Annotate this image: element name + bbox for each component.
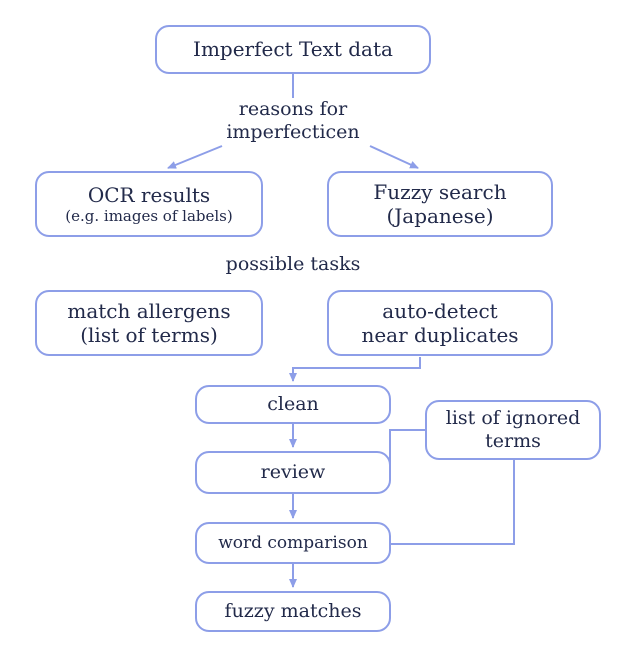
root-label: Imperfect Text data bbox=[193, 37, 393, 62]
fuzzy-search-title: Fuzzy search bbox=[373, 179, 507, 204]
ocr-results-title: OCR results bbox=[87, 182, 211, 207]
arrow-to-fuzzy-search bbox=[369, 145, 419, 169]
ignored-terms-box: list of ignored terms bbox=[425, 400, 601, 460]
ocr-results-box: OCR results (e.g. images of labels) bbox=[35, 171, 263, 237]
reasons-label: reasons for imperfecticen bbox=[206, 98, 380, 145]
connector-review-to-ignored bbox=[389, 429, 425, 466]
connector-ignored-to-word-comparison bbox=[390, 460, 515, 545]
review-label: review bbox=[260, 460, 326, 483]
word-comparison-box: word comparison bbox=[195, 522, 391, 564]
fuzzy-search-subtitle: (Japanese) bbox=[386, 204, 494, 228]
match-allergens-box: match allergens (list of terms) bbox=[35, 290, 263, 356]
clean-label: clean bbox=[267, 392, 319, 415]
fuzzy-search-box: Fuzzy search (Japanese) bbox=[327, 171, 553, 237]
clean-box: clean bbox=[195, 385, 391, 424]
reasons-label-line-1: reasons for bbox=[238, 98, 348, 120]
arrow-to-ocr bbox=[167, 145, 223, 169]
fuzzy-matches-label: fuzzy matches bbox=[224, 599, 362, 622]
review-box: review bbox=[195, 451, 391, 494]
auto-detect-box: auto-detect near duplicates bbox=[327, 290, 553, 356]
auto-detect-subtitle: near duplicates bbox=[361, 323, 519, 347]
ignored-terms-subtitle: terms bbox=[485, 430, 541, 452]
auto-detect-title: auto-detect bbox=[382, 298, 498, 323]
reasons-label-line-2: imperfecticen bbox=[226, 121, 360, 144]
fuzzy-matches-box: fuzzy matches bbox=[195, 591, 391, 632]
root-box: Imperfect Text data bbox=[155, 25, 431, 74]
match-allergens-subtitle: (list of terms) bbox=[80, 323, 218, 347]
match-allergens-title: match allergens bbox=[67, 298, 231, 323]
ignored-terms-title: list of ignored bbox=[445, 406, 581, 429]
ocr-results-subtitle: (e.g. images of labels) bbox=[65, 207, 233, 226]
possible-tasks-label: possible tasks bbox=[193, 253, 393, 277]
word-comparison-label: word comparison bbox=[218, 532, 368, 553]
arrow-to-clean bbox=[289, 357, 421, 382]
